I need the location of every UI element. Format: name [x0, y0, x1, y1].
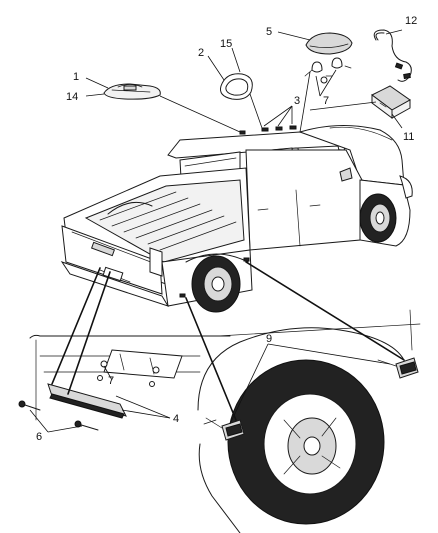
callout-7-bottom: 7	[108, 375, 114, 387]
fender-marker-detail	[197, 309, 421, 533]
callout-6: 6	[36, 431, 42, 443]
callout-4: 4	[173, 413, 179, 425]
callout-15: 15	[220, 38, 232, 50]
callout-9: 9	[266, 333, 272, 345]
bulb-socket-part	[304, 57, 352, 84]
callout-1: 1	[73, 71, 79, 83]
callout-leaders	[29, 29, 403, 433]
lamp-lens-part	[220, 73, 253, 100]
callout-12: 12	[405, 15, 417, 27]
callout-7-top: 7	[323, 95, 329, 107]
leader-lines	[51, 71, 405, 421]
callout-labels: 1 14 2 15 5 3 7 12 11 7 4 6 9	[36, 15, 417, 443]
callout-14: 14	[66, 91, 78, 103]
roof-lamp-housing-part	[305, 32, 353, 55]
callout-11: 11	[403, 131, 414, 143]
tailgate-lamp-detail	[18, 334, 231, 431]
dome-lamp-part	[103, 83, 161, 100]
pickup-truck-illustration	[60, 125, 413, 313]
callout-5: 5	[266, 26, 272, 38]
callout-3: 3	[294, 95, 300, 107]
lamp-module-part	[371, 29, 412, 119]
callout-2: 2	[198, 47, 204, 59]
